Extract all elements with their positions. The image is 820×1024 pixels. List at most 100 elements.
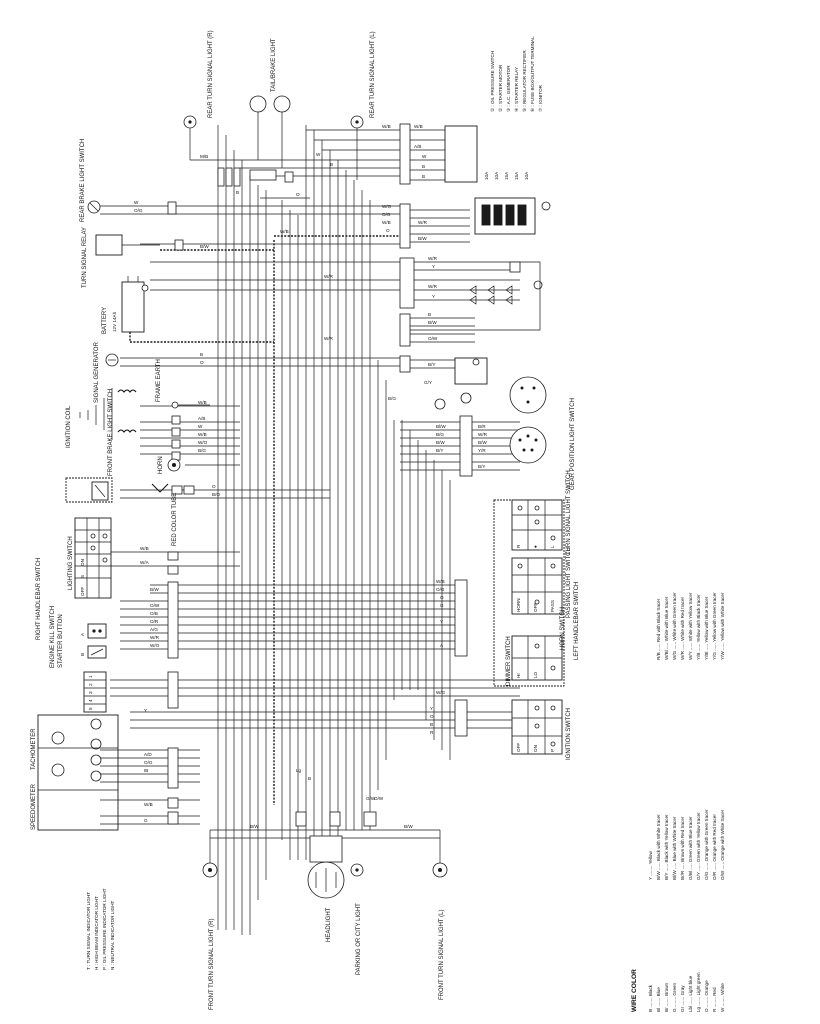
fuse-rating-3: 15A <box>504 171 509 180</box>
turn-pos-r: R <box>516 544 521 548</box>
dimmer-pos-hi: HI <box>516 673 521 678</box>
wire-code: B <box>428 312 431 317</box>
fuse-ratings: 10A 10A 15A 15A 10A <box>484 171 529 180</box>
wire-code: W/B <box>198 432 207 437</box>
wire-code: B/W <box>436 440 445 445</box>
front-brake-light-switch <box>65 477 113 503</box>
rear-turn-signal-light-l-label: REAR TURN SIGNAL LIGHT (L) <box>370 31 376 118</box>
wire-code: O/G <box>144 760 153 765</box>
wire-code: W/R <box>150 635 160 640</box>
engine-kill-switch <box>87 623 107 659</box>
dimmer-switch-label: DIMMER SWITCH <box>506 636 512 686</box>
wire-code: B/W <box>200 244 209 249</box>
wire-code: W <box>422 154 427 159</box>
wire-color-entry: Y/B ...... Yellow with Black tracer <box>696 594 701 660</box>
wire-code: O/W <box>428 336 438 341</box>
rear-turn-signal-light-l <box>350 115 364 180</box>
meter-terminal-strip <box>83 671 107 713</box>
indicator-legend-h: H : HIGH BEAM INDICATOR LIGHT <box>94 896 99 970</box>
wire-code: A/B <box>414 144 421 149</box>
frame-earth <box>171 401 210 409</box>
wire-code: Y <box>440 619 443 624</box>
rear-brake-light-switch-label: REAR BRAKE LIGHT SWITCH <box>80 139 86 222</box>
kill-pos-b: B <box>80 653 85 656</box>
wire-code: Y <box>430 706 433 711</box>
front-brake-light-switch-label: FRONT BRAKE LIGHT SWITCH <box>108 389 114 476</box>
wire-code: W <box>316 152 321 157</box>
ignition-pos-p: P <box>550 749 555 752</box>
wire-code: W/O <box>150 643 160 648</box>
wire-color-entry: B ........ Black <box>648 984 653 1012</box>
wire-code: O <box>430 714 434 719</box>
legend-item-3: ③ : A.C. GENERATOR <box>506 65 511 112</box>
horn-switch-label: HORN SWITCH <box>560 607 566 650</box>
wire-code: B <box>422 174 425 179</box>
lighting-pos-s: S <box>80 575 85 578</box>
wire-color-entry: G ........ Green <box>672 982 677 1012</box>
legend-item-7: ⑦ : IGNITOR <box>538 84 543 112</box>
wire-color-entry: G/Y ...... Green with Yellow tracer <box>696 812 701 880</box>
wire-color-legend: WIRE COLOR B ........ Black Bl ....... B… <box>631 592 725 1012</box>
ignition-pos-off: OFF <box>516 743 521 752</box>
wire-color-entry: R/B ...... Red with Black tracer <box>656 598 661 660</box>
wire-code: W/B <box>382 220 391 225</box>
wire-code: W/O <box>198 440 208 445</box>
wire-code: Y <box>432 294 435 299</box>
wire-color-entry: Bl ....... Blue <box>656 987 661 1012</box>
regulator-rectifier <box>399 257 543 331</box>
starter-button-label: STARTER BUTTON <box>58 614 64 668</box>
lighting-pos-off: OFF <box>80 587 85 596</box>
wire-code: B <box>330 162 333 167</box>
wire-code: A/G <box>150 627 158 632</box>
meter-terminal-4: 4 <box>88 699 93 702</box>
wire-color-entry: W ........ White <box>720 983 725 1012</box>
wire-color-entry: B/Y ...... Black with Yellow tracer <box>664 814 669 880</box>
legend-item-1: ① : OIL PRESSURE SWITCH <box>490 51 495 112</box>
component-labels: REAR TURN SIGNAL LIGHT (R) TAIL/BRAKE LI… <box>31 30 580 1010</box>
wire-color-entry: O ........ Orange <box>704 980 709 1012</box>
passing-light-switch-label: PASSING LIGHT SWITCH <box>566 547 572 618</box>
kill-pos-a: A <box>80 632 85 636</box>
wire-code: W/B <box>280 229 289 234</box>
wire-code: Lg <box>296 768 302 773</box>
wire-code: A/B <box>198 416 205 421</box>
indicator-legend-n: N : NEUTRAL INDICATOR LIGHT <box>110 900 115 970</box>
wire-code: G <box>440 603 444 608</box>
front-turn-signal-light-l-label: FRONT TURN SIGNAL LIGHT (L) <box>439 910 445 1000</box>
left-handlebar-switch-label: LEFT HANDLEBAR SWITCH <box>574 582 580 660</box>
ignition-coil <box>79 388 137 440</box>
wire-code: B/Y <box>428 362 435 367</box>
horn-pos-pass: PASS <box>550 600 555 612</box>
lighting-switch <box>74 517 112 599</box>
parking-city-light <box>350 811 377 877</box>
tachometer-label: TACHOMETER <box>31 728 37 770</box>
wire-code: O <box>212 484 216 489</box>
meter-connectors <box>167 747 179 825</box>
wire-color-entry: O/G ...... Orange with Green tracer <box>704 809 709 880</box>
wire-color-entry: Gr ....... Gray <box>680 985 685 1012</box>
wire-code: Y/R <box>478 448 486 453</box>
meter-terminal-5: 5 <box>88 707 93 710</box>
wire-code: O <box>440 595 444 600</box>
speedometer-label: SPEEDOMETER <box>31 783 37 830</box>
gear-position-light-switch <box>459 415 547 477</box>
rear-turn-signal-light-r <box>183 115 197 160</box>
headlight-label: HEADLIGHT <box>326 907 332 942</box>
turn-pos-l: L <box>550 545 555 548</box>
horn-passing-light-switch <box>511 557 563 615</box>
ignition-coil-label: IGNITION COIL <box>66 405 72 448</box>
wire-code: W/R <box>418 220 428 225</box>
wire-code: B <box>308 776 311 781</box>
wire-code: O/R <box>150 619 159 624</box>
wire-code: O <box>296 192 300 197</box>
wire-code: G/W <box>366 796 376 801</box>
wire-code: W/B <box>414 124 423 129</box>
right-handlebar-switch-label: RIGHT HANDLEBAR SWITCH <box>36 558 42 640</box>
dimmer-switch <box>511 635 563 681</box>
wire-color-entry: O/R ...... Orange with Red tracer <box>712 814 717 880</box>
starter-relay <box>399 313 488 385</box>
fuse-box <box>399 197 551 249</box>
legend-item-2: ② : STARTER MOTOR <box>498 64 503 112</box>
wire-code: B/R <box>478 424 486 429</box>
